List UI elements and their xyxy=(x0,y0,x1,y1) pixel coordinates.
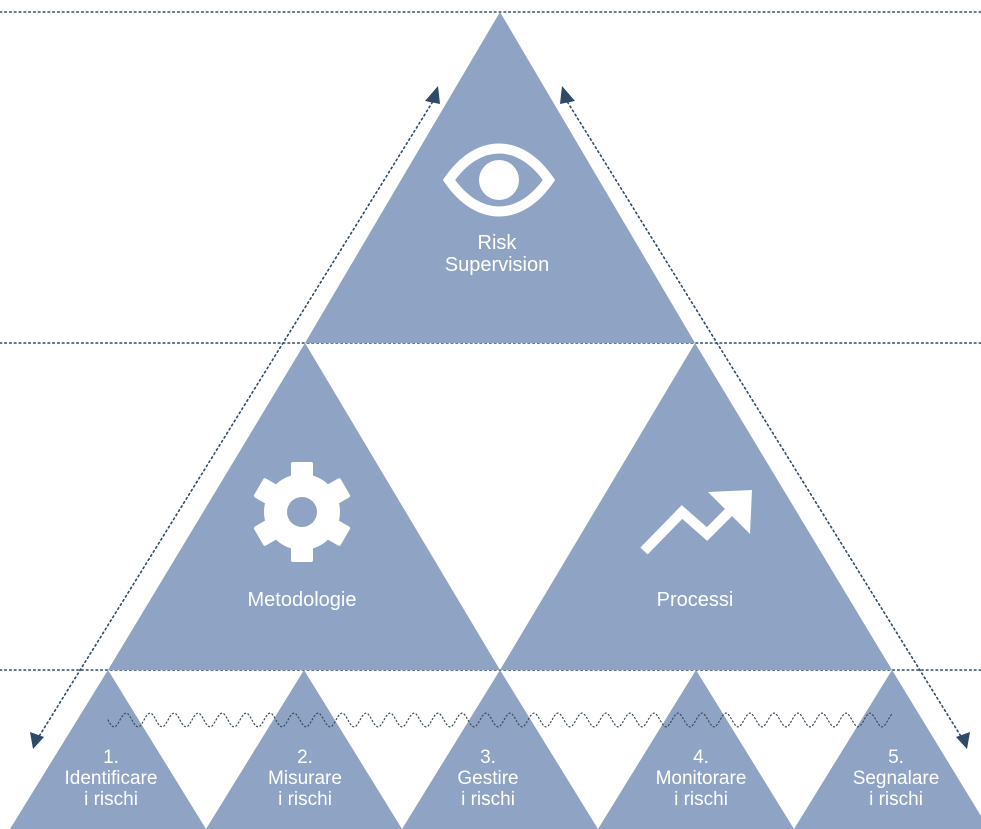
step-title: Misurare xyxy=(268,767,342,789)
step-2-label: 2. Misurare i rischi xyxy=(225,747,385,811)
step-subtitle: i rischi xyxy=(461,788,515,810)
triangle-step-5 xyxy=(794,670,981,829)
step-subtitle: i rischi xyxy=(278,788,332,810)
left-arrow-head-top xyxy=(425,86,440,104)
metodologie-label-text: Metodologie xyxy=(247,589,357,611)
triangle-processi xyxy=(500,343,892,670)
step-subtitle: i rischi xyxy=(869,788,923,810)
step-number: 3. xyxy=(480,747,496,768)
metodologie-label: Metodologie xyxy=(202,589,402,611)
risk-supervision-label: Risk Supervision xyxy=(412,232,582,277)
step-number: 2. xyxy=(297,747,313,768)
processi-label-text: Processi xyxy=(656,589,734,611)
risk-supervision-label-line1: Risk xyxy=(477,232,517,254)
step-number: 1. xyxy=(103,747,119,768)
step-1-label: 1. Identificare i rischi xyxy=(31,747,191,811)
triangle-step-2 xyxy=(206,670,402,829)
right-diagonal-arrow-line xyxy=(564,97,963,739)
right-arrow-head-bottom xyxy=(956,732,970,749)
trend-up-arrow-icon xyxy=(640,490,752,555)
step-title: Gestire xyxy=(457,767,519,789)
gear-icon xyxy=(253,462,351,562)
risk-supervision-label-line2: Supervision xyxy=(444,254,550,277)
processi-label: Processi xyxy=(595,589,795,611)
step-subtitle: i rischi xyxy=(674,788,728,810)
step-number: 4. xyxy=(693,747,709,768)
step-title: Identificare xyxy=(64,767,158,789)
triangle-step-4 xyxy=(598,670,794,829)
step-title: Segnalare xyxy=(852,767,940,789)
steps-wave-connector xyxy=(107,712,893,728)
triangle-step-1 xyxy=(10,670,206,829)
triangle-step-3 xyxy=(402,670,598,829)
step-title: Monitorare xyxy=(655,767,747,789)
step-number: 5. xyxy=(888,747,904,768)
step-4-label: 4. Monitorare i rischi xyxy=(621,747,781,811)
left-arrow-head-bottom xyxy=(30,732,44,749)
left-diagonal-arrow-line xyxy=(37,97,436,739)
step-3-label: 3. Gestire i rischi xyxy=(408,747,568,811)
step-5-label: 5. Segnalare i rischi xyxy=(816,747,976,811)
step-subtitle: i rischi xyxy=(84,788,138,810)
right-arrow-head-top xyxy=(560,86,575,104)
eye-icon xyxy=(442,143,556,217)
